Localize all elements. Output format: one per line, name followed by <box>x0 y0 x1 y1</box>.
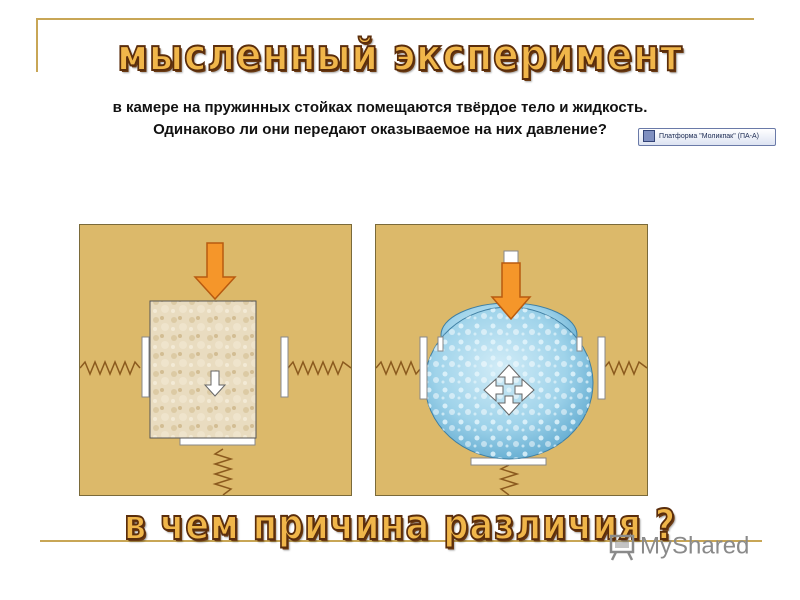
down-arrow-icon <box>490 262 532 321</box>
liquid-chamber-illustration <box>375 250 648 496</box>
left-spring <box>79 360 141 376</box>
bottom-spring <box>212 448 234 496</box>
right-plate-inner <box>576 336 583 352</box>
bottom-rule <box>40 540 762 542</box>
down-arrow-icon <box>203 370 227 397</box>
down-arrow-icon <box>193 242 237 301</box>
right-plate <box>597 336 606 400</box>
solid-block <box>149 300 257 439</box>
platform-button-label: Платформа "Моликпак" (ПА-А) <box>659 133 759 140</box>
watermark-label: MyShared <box>640 532 750 560</box>
right-spring <box>287 360 352 376</box>
right-spring <box>603 360 648 376</box>
left-plate <box>419 336 428 400</box>
ppt-object-icon <box>609 534 635 561</box>
solid-chamber-illustration <box>79 242 352 496</box>
liquid-chamber-panel <box>375 224 648 496</box>
left-plate-inner <box>437 336 444 352</box>
solid-chamber-panel <box>79 224 352 496</box>
left-rule <box>36 18 38 72</box>
left-spring <box>375 360 422 376</box>
question-heading: в чем причина различия ? <box>123 499 677 550</box>
platform-moliqpak-button[interactable]: Платформа "Моликпак" (ПА-А) <box>638 128 776 146</box>
bottom-plate <box>179 437 256 446</box>
four-way-arrow-icon <box>483 364 535 416</box>
experiment-prompt: в камере на пружинных стойках помещаются… <box>112 99 648 138</box>
top-rule <box>36 18 754 20</box>
ppt-object-icon <box>643 130 655 143</box>
slide-title: мысленный эксперимент <box>116 29 683 82</box>
bottom-spring <box>498 464 520 496</box>
left-plate <box>141 336 150 398</box>
arrow-stub <box>503 250 519 264</box>
myshared-watermark: MyShared <box>608 532 749 562</box>
right-plate <box>280 336 289 398</box>
